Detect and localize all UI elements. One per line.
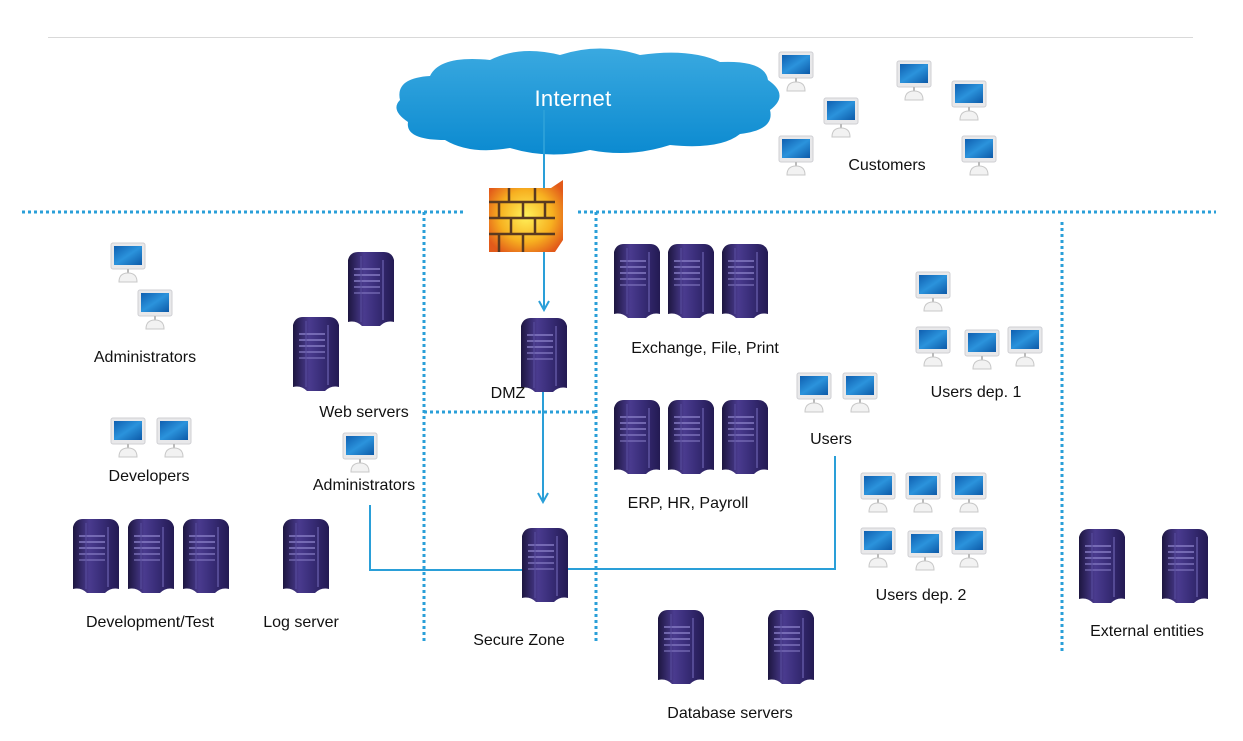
monitor-icon bbox=[110, 242, 146, 283]
server-icon bbox=[614, 244, 660, 318]
customers-label: Customers bbox=[848, 157, 926, 174]
dmz-label: DMZ bbox=[490, 385, 526, 402]
administrators-mid-label: Administrators bbox=[312, 477, 416, 494]
server-icon bbox=[348, 252, 394, 326]
users-dep2-label: Users dep. 2 bbox=[875, 587, 967, 604]
server-icon bbox=[128, 519, 174, 593]
top-divider bbox=[48, 37, 1193, 38]
internet-cloud-icon bbox=[396, 48, 780, 155]
web-servers bbox=[293, 252, 394, 391]
zone-boundaries bbox=[22, 210, 1216, 652]
server-icon bbox=[73, 519, 119, 593]
users-dep1-monitors bbox=[915, 271, 1043, 370]
users-label: Users bbox=[810, 431, 852, 448]
admins-left-monitors bbox=[110, 242, 173, 330]
exchange-servers bbox=[614, 244, 768, 318]
server-icon bbox=[722, 400, 768, 474]
developers-label: Developers bbox=[108, 468, 190, 485]
monitor-icon bbox=[951, 80, 987, 121]
dmz-servers bbox=[521, 318, 567, 392]
monitor-icon bbox=[796, 372, 832, 413]
monitor-icon bbox=[915, 271, 951, 312]
log-servers bbox=[283, 519, 329, 593]
server-icon bbox=[668, 244, 714, 318]
monitor-icon bbox=[860, 527, 896, 568]
server-icon bbox=[768, 610, 814, 684]
database-servers-label: Database servers bbox=[667, 705, 793, 722]
server-icon bbox=[722, 244, 768, 318]
firewall-icon bbox=[489, 180, 563, 252]
server-icon bbox=[1162, 529, 1208, 603]
connector-users-secure bbox=[552, 456, 836, 569]
web-servers-label: Web servers bbox=[319, 404, 409, 421]
server-icon bbox=[522, 528, 568, 602]
monitor-icon bbox=[342, 432, 378, 473]
server-icon bbox=[293, 317, 339, 391]
server-icon bbox=[614, 400, 660, 474]
development-test-label: Development/Test bbox=[85, 614, 215, 631]
monitor-icon bbox=[1007, 326, 1043, 367]
monitor-icon bbox=[110, 417, 146, 458]
monitor-icon bbox=[823, 97, 859, 138]
developers-monitors bbox=[110, 417, 192, 458]
monitor-icon bbox=[778, 135, 814, 176]
server-icon bbox=[668, 400, 714, 474]
admins-mid-monitors bbox=[342, 432, 378, 473]
monitor-icon bbox=[951, 472, 987, 513]
erp-hr-payroll-label: ERP, HR, Payroll bbox=[627, 495, 749, 512]
monitor-icon bbox=[964, 329, 1000, 370]
server-icon bbox=[283, 519, 329, 593]
server-icon bbox=[1079, 529, 1125, 603]
internet-label: Internet bbox=[534, 86, 612, 111]
monitor-icon bbox=[907, 530, 943, 571]
users-monitors bbox=[796, 372, 878, 413]
server-icon bbox=[183, 519, 229, 593]
monitor-icon bbox=[951, 527, 987, 568]
monitor-icon bbox=[915, 326, 951, 367]
users-dep1-label: Users dep. 1 bbox=[930, 384, 1022, 401]
monitor-icon bbox=[156, 417, 192, 458]
administrators-left-label: Administrators bbox=[93, 349, 197, 366]
connector-admins-secure bbox=[369, 505, 541, 570]
server-icon bbox=[521, 318, 567, 392]
monitor-icon bbox=[961, 135, 997, 176]
monitor-icon bbox=[137, 289, 173, 330]
monitor-icon bbox=[896, 60, 932, 101]
external-entities-label: External entities bbox=[1090, 623, 1204, 640]
secure-zone-label: Secure Zone bbox=[473, 632, 565, 649]
monitor-icon bbox=[860, 472, 896, 513]
monitor-icon bbox=[842, 372, 878, 413]
secure-zone-servers bbox=[522, 528, 568, 602]
server-icon bbox=[658, 610, 704, 684]
log-server-label: Log server bbox=[263, 614, 339, 631]
exchange-file-print-label: Exchange, File, Print bbox=[631, 340, 779, 357]
external-servers bbox=[1079, 529, 1208, 603]
monitor-icon bbox=[905, 472, 941, 513]
dev-test-servers bbox=[73, 519, 229, 593]
monitor-icon bbox=[778, 51, 814, 92]
erp-servers bbox=[614, 400, 768, 474]
database-servers bbox=[658, 610, 814, 684]
users-dep2-monitors bbox=[860, 472, 987, 571]
